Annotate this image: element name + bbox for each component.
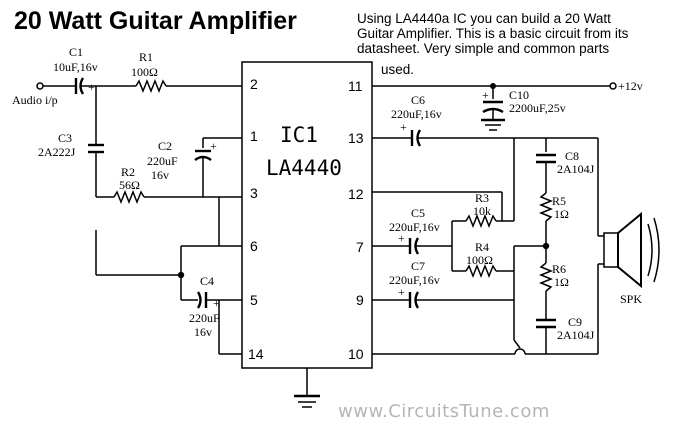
c2-plus: + bbox=[210, 139, 217, 153]
pin-9-label: 9 bbox=[356, 292, 364, 308]
c1-name: C1 bbox=[69, 45, 83, 59]
pin-12-label: 12 bbox=[348, 186, 364, 202]
supply-label: +12v bbox=[618, 79, 643, 93]
c4-value: 220uF bbox=[189, 311, 220, 325]
r3-name: R3 bbox=[475, 191, 489, 205]
c8-value: 2A104J bbox=[557, 162, 595, 176]
r4-value: 100Ω bbox=[466, 253, 493, 267]
c2-voltage: 16v bbox=[151, 168, 169, 182]
output-wiring bbox=[372, 129, 604, 355]
r1-name: R1 bbox=[139, 50, 153, 64]
c4-voltage: 16v bbox=[194, 325, 212, 339]
c6-name: C6 bbox=[411, 93, 425, 107]
pin-10-label: 10 bbox=[348, 346, 364, 362]
c4-name: C4 bbox=[200, 274, 214, 288]
speaker-label: SPK bbox=[620, 292, 642, 306]
r6-value: 1Ω bbox=[554, 275, 569, 289]
description-line-3: datasheet. Very simple and common parts bbox=[357, 41, 609, 56]
c10-name: C10 bbox=[509, 88, 529, 102]
c8-name: C8 bbox=[565, 149, 579, 163]
c1-value: 10uF,16v bbox=[53, 60, 98, 74]
r5-name: R5 bbox=[552, 194, 566, 208]
c2-value: 220uF bbox=[147, 154, 178, 168]
c3-name: C3 bbox=[58, 131, 72, 145]
page-title: 20 Watt Guitar Amplifier bbox=[14, 7, 297, 35]
c4-plus: + bbox=[213, 296, 220, 310]
c10-value: 2200uF,25v bbox=[509, 101, 566, 115]
c5-name: C5 bbox=[411, 206, 425, 220]
audio-input-terminal[interactable] bbox=[36, 82, 44, 90]
description-line-4: used. bbox=[381, 62, 414, 77]
c5-value: 220uF,16v bbox=[389, 220, 440, 234]
supply-terminal[interactable] bbox=[609, 82, 617, 90]
c3-value: 2A222J bbox=[38, 145, 76, 159]
c7-plus: + bbox=[398, 285, 405, 299]
ic-ref-label: IC1 bbox=[280, 123, 318, 147]
ground-symbol bbox=[294, 368, 320, 408]
pin-7-label: 7 bbox=[356, 239, 364, 255]
ic-part-label: LA4440 bbox=[266, 156, 342, 180]
r2-value: 56Ω bbox=[119, 178, 140, 192]
c5-plus: + bbox=[398, 231, 405, 245]
r5-value: 1Ω bbox=[554, 207, 569, 221]
c2-name: C2 bbox=[158, 139, 172, 153]
c7-value: 220uF,16v bbox=[389, 273, 440, 287]
pin-14-label: 14 bbox=[248, 346, 264, 362]
pin-13-label: 13 bbox=[348, 130, 364, 146]
audio-input-label: Audio i/p bbox=[12, 93, 58, 107]
input-wiring bbox=[36, 77, 242, 355]
ic1-body bbox=[241, 61, 373, 369]
pin-11-label: 11 bbox=[348, 78, 363, 94]
pin-3-label: 3 bbox=[250, 185, 258, 201]
watermark: www.CircuitsTune.com bbox=[338, 401, 550, 422]
supply-wiring bbox=[372, 82, 617, 131]
c6-value: 220uF,16v bbox=[391, 107, 442, 121]
c9-value: 2A104J bbox=[557, 328, 595, 342]
speaker-icon bbox=[603, 211, 660, 289]
r4-name: R4 bbox=[475, 240, 489, 254]
pin-6-label: 6 bbox=[250, 238, 258, 254]
description-line-1: Using LA4440a IC you can build a 20 Watt bbox=[357, 11, 611, 26]
pin-1-label: 1 bbox=[250, 128, 258, 144]
c9-name: C9 bbox=[568, 315, 582, 329]
c1-plus: + bbox=[88, 80, 95, 94]
r3-value: 10k bbox=[473, 204, 491, 218]
r6-name: R6 bbox=[552, 262, 566, 276]
c10-plus: + bbox=[482, 88, 489, 102]
r1-value: 100Ω bbox=[131, 65, 158, 79]
pin-2-label: 2 bbox=[250, 76, 258, 92]
c7-name: C7 bbox=[411, 259, 425, 273]
r2-name: R2 bbox=[121, 165, 135, 179]
description-line-2: Guitar Amplifier. This is a basic circui… bbox=[357, 26, 629, 41]
c6-plus: + bbox=[400, 120, 407, 134]
pin-5-label: 5 bbox=[250, 292, 258, 308]
